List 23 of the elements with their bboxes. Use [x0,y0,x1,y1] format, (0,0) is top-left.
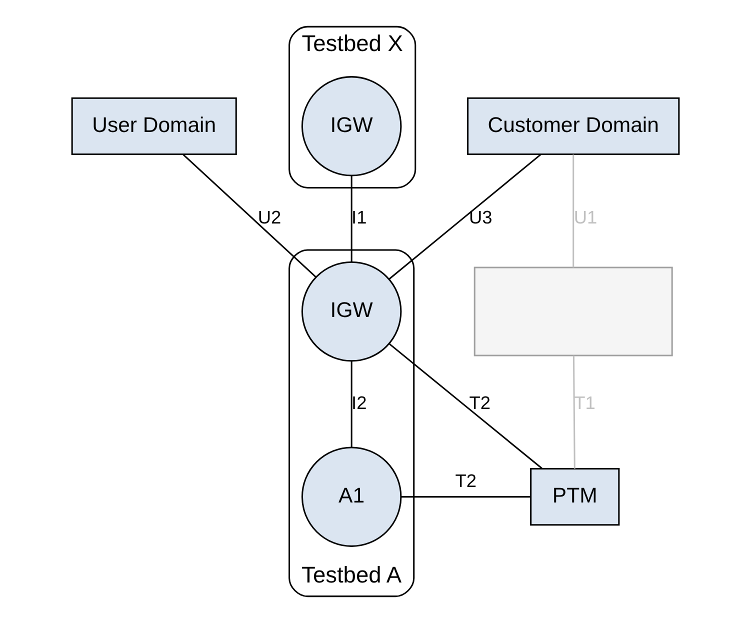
connector [572,356,576,469]
edge-label: I1 [352,208,367,228]
edge-label: U3 [469,208,492,228]
edge-label: I2 [352,392,367,413]
connector [572,154,574,268]
node-box: User Domain [71,97,237,156]
node-box: PTM [530,468,620,526]
connector [182,154,316,278]
edge-label: U1 [574,208,598,228]
node-circle: IGW [301,76,402,176]
node-box [474,266,673,356]
edge-label: T1 [574,392,596,413]
node-circle: A1 [301,446,402,547]
node-circle: IGW [301,261,402,362]
connector [401,496,531,498]
edge-label: T2 [455,471,477,492]
connector [350,360,352,448]
connector [388,343,542,469]
connector [350,176,352,262]
edge-label: U2 [258,208,282,228]
node-box: Customer Domain [467,97,680,156]
edge-label: T2 [469,392,491,413]
connector [388,154,542,280]
